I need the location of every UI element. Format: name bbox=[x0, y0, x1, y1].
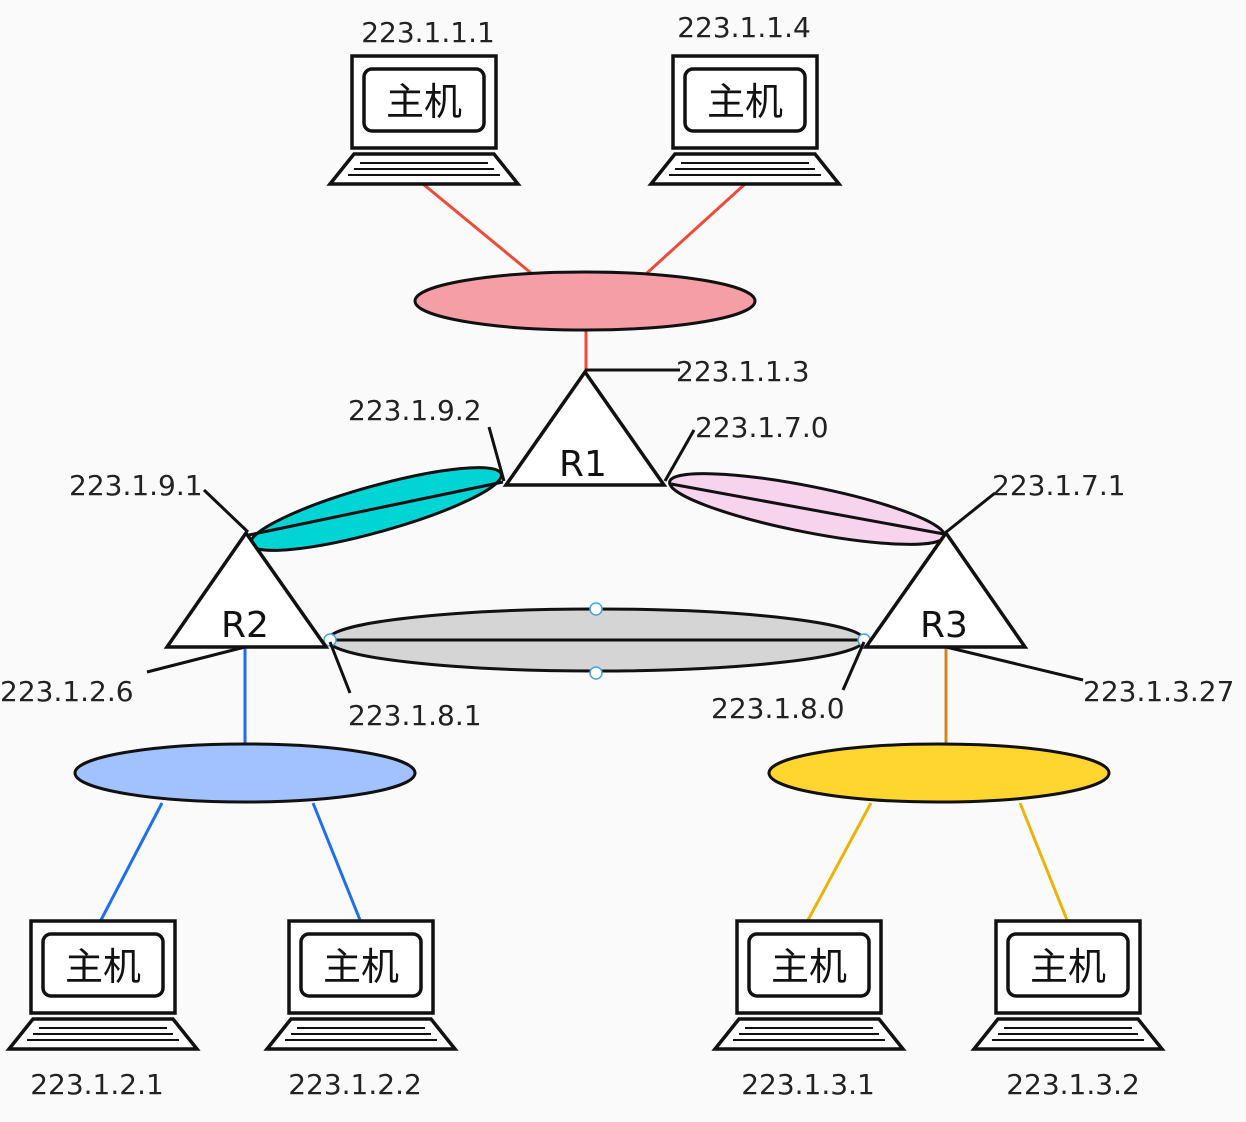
host-5-ip: 223.1.3.1 bbox=[741, 1068, 875, 1101]
host-6-ip: 223.1.3.2 bbox=[1006, 1068, 1140, 1101]
host-1-ip: 223.1.1.1 bbox=[361, 16, 495, 49]
selection-handle[interactable] bbox=[589, 602, 603, 616]
interface-leader-lines bbox=[146, 368, 1084, 694]
host-1: 主机 bbox=[328, 54, 520, 186]
host-3-label: 主机 bbox=[65, 945, 141, 989]
iface-r2-left-label: 223.1.2.6 bbox=[0, 675, 134, 708]
link-host2-subnet1 bbox=[645, 182, 747, 275]
host-6-label: 主机 bbox=[1030, 945, 1106, 989]
iface-r1-left-label: 223.1.9.2 bbox=[348, 394, 482, 427]
link-subnet3-host5 bbox=[806, 802, 873, 921]
router-r1-label: R1 bbox=[559, 444, 607, 485]
host-5-label: 主机 bbox=[771, 945, 847, 989]
subnet-1-ellipse bbox=[413, 270, 757, 332]
subnet-2-ellipse bbox=[73, 742, 417, 804]
host-2: 主机 bbox=[649, 54, 841, 186]
host-2-label: 主机 bbox=[707, 80, 783, 124]
router-r3: R3 bbox=[862, 529, 1029, 649]
router-r1: R1 bbox=[502, 368, 668, 487]
host-3-ip: 223.1.2.1 bbox=[30, 1068, 164, 1101]
iface-r2-right-label: 223.1.8.1 bbox=[348, 699, 482, 732]
link-subnet2-host3 bbox=[99, 802, 164, 921]
host-4-ip: 223.1.2.2 bbox=[288, 1068, 422, 1101]
iface-r3-right-label: 223.1.3.27 bbox=[1083, 675, 1234, 708]
host-4: 主机 bbox=[265, 919, 457, 1051]
link-subnet3-host6 bbox=[1018, 802, 1069, 921]
host-2-ip: 223.1.1.4 bbox=[677, 11, 811, 44]
iface-r1-top-label: 223.1.1.3 bbox=[676, 355, 810, 388]
router-r2-label: R2 bbox=[221, 605, 269, 646]
iface-r3-top-label: 223.1.7.1 bbox=[992, 469, 1126, 502]
link-r2-r3 bbox=[323, 602, 871, 680]
link-host1-subnet1 bbox=[422, 182, 532, 275]
host-3: 主机 bbox=[7, 919, 199, 1051]
host-4-label: 主机 bbox=[323, 945, 399, 989]
selection-handle[interactable] bbox=[589, 666, 603, 680]
host-1-label: 主机 bbox=[386, 80, 462, 124]
subnet-3-ellipse bbox=[767, 742, 1111, 804]
router-r3-label: R3 bbox=[920, 605, 968, 646]
link-r1-r2 bbox=[248, 466, 504, 552]
router-r2: R2 bbox=[163, 529, 330, 649]
host-5: 主机 bbox=[713, 919, 905, 1051]
iface-r1-right-label: 223.1.7.0 bbox=[695, 411, 829, 444]
iface-r3-left-label: 223.1.8.0 bbox=[711, 692, 845, 725]
iface-r2-top-label: 223.1.9.1 bbox=[69, 469, 203, 502]
link-subnet2-host4 bbox=[311, 802, 362, 921]
link-r1-r3 bbox=[668, 472, 946, 546]
host-6: 主机 bbox=[972, 919, 1164, 1051]
